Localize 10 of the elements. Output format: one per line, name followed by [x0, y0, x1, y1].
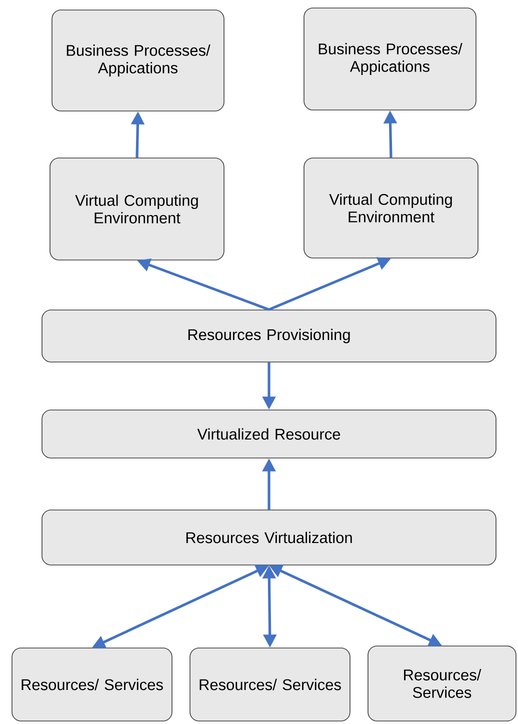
process-box: Resources/ Services	[12, 648, 172, 722]
process-box: Virtual Computing Environment	[304, 158, 478, 258]
process-box: Business Processes/ Appications	[304, 8, 476, 110]
process-box: Resources/ Services	[190, 648, 350, 722]
process-box: Business Processes/ Appications	[52, 10, 224, 112]
process-box: Resources Virtualization	[42, 510, 496, 566]
process-box: Virtual Computing Environment	[50, 158, 224, 260]
process-box: Resources/ Services	[368, 646, 516, 722]
process-box: Virtualized Resource	[42, 410, 496, 458]
process-box: Resources Provisioning	[42, 310, 496, 362]
